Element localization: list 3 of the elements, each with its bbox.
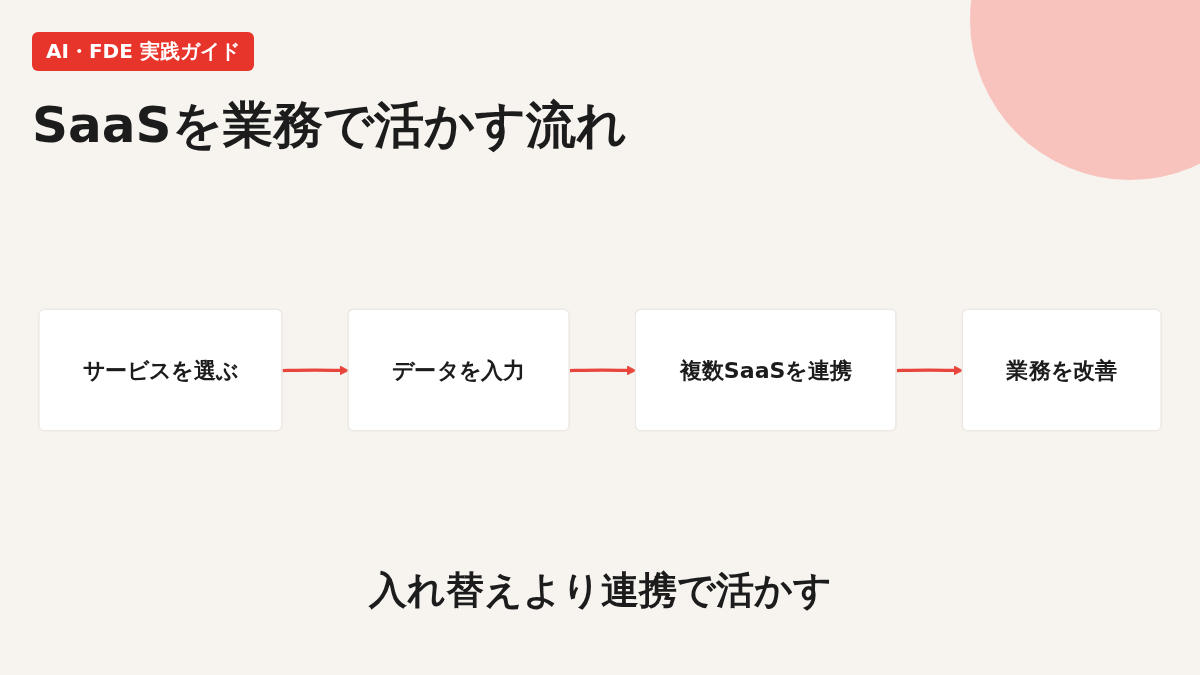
- title: SaaSを業務で活かす流れ: [32, 95, 627, 156]
- caption: 入れ替えより連携で活かす: [367, 567, 833, 614]
- category-tag: AI・FDE 実践ガイド: [32, 32, 254, 71]
